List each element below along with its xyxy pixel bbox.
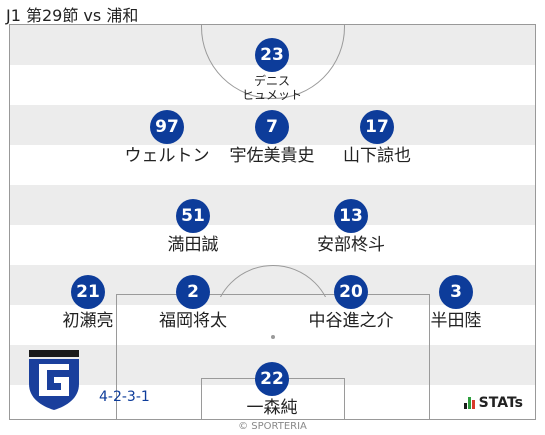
player-name: 安部柊斗 <box>317 235 385 255</box>
player-21[interactable]: 21 初瀬亮 <box>18 275 158 332</box>
player-number: 97 <box>150 110 184 144</box>
player-name: ウェルトン <box>124 146 210 166</box>
player-name: デニス ヒュメット <box>202 74 342 102</box>
page-title: J1 第29節 vs 浦和 <box>6 6 139 25</box>
player-number: 20 <box>334 275 368 309</box>
stats-bar-chart-icon <box>463 397 475 409</box>
gamba-osaka-emblem-icon <box>29 350 79 410</box>
player-name: 山下諒也 <box>343 146 411 166</box>
player-7[interactable]: 7 宇佐美貴史 <box>202 110 342 167</box>
player-13[interactable]: 13 安部柊斗 <box>281 199 421 256</box>
player-17[interactable]: 17 山下諒也 <box>307 110 447 167</box>
player-name: 満田誠 <box>167 235 219 255</box>
player-number: 17 <box>360 110 394 144</box>
player-name: 初瀬亮 <box>62 311 114 331</box>
player-number: 2 <box>176 275 210 309</box>
formation-label: 4-2-3-1 <box>99 389 150 405</box>
stats-logo: STATs <box>463 395 523 411</box>
player-name-line2: ヒュメット <box>241 88 302 102</box>
copyright: © SPORTERIA <box>238 421 307 432</box>
player-number: 3 <box>439 275 473 309</box>
player-name: 一森純 <box>246 398 298 418</box>
player-number: 7 <box>255 110 289 144</box>
player-number: 13 <box>334 199 368 233</box>
player-number: 51 <box>176 199 210 233</box>
player-20[interactable]: 20 中谷進之介 <box>281 275 421 332</box>
player-number: 21 <box>71 275 105 309</box>
penalty-spot <box>271 335 275 339</box>
player-number: 22 <box>255 362 289 396</box>
player-23[interactable]: 23 デニス ヒュメット <box>202 38 342 102</box>
player-2[interactable]: 2 福岡将太 <box>123 275 263 332</box>
player-name: 半田陸 <box>430 311 482 331</box>
player-name: 福岡将太 <box>159 311 227 331</box>
player-name-line1: デニス <box>253 74 290 88</box>
player-name: 宇佐美貴史 <box>229 146 315 166</box>
pitch-stripe <box>10 185 535 225</box>
player-number: 23 <box>255 38 289 72</box>
player-3[interactable]: 3 半田陸 <box>386 275 526 332</box>
stats-logo-text: STATs <box>478 395 523 411</box>
player-22[interactable]: 22 一森純 <box>202 362 342 419</box>
player-97[interactable]: 97 ウェルトン <box>97 110 237 167</box>
player-name: 中谷進之介 <box>308 311 394 331</box>
player-51[interactable]: 51 満田誠 <box>123 199 263 256</box>
